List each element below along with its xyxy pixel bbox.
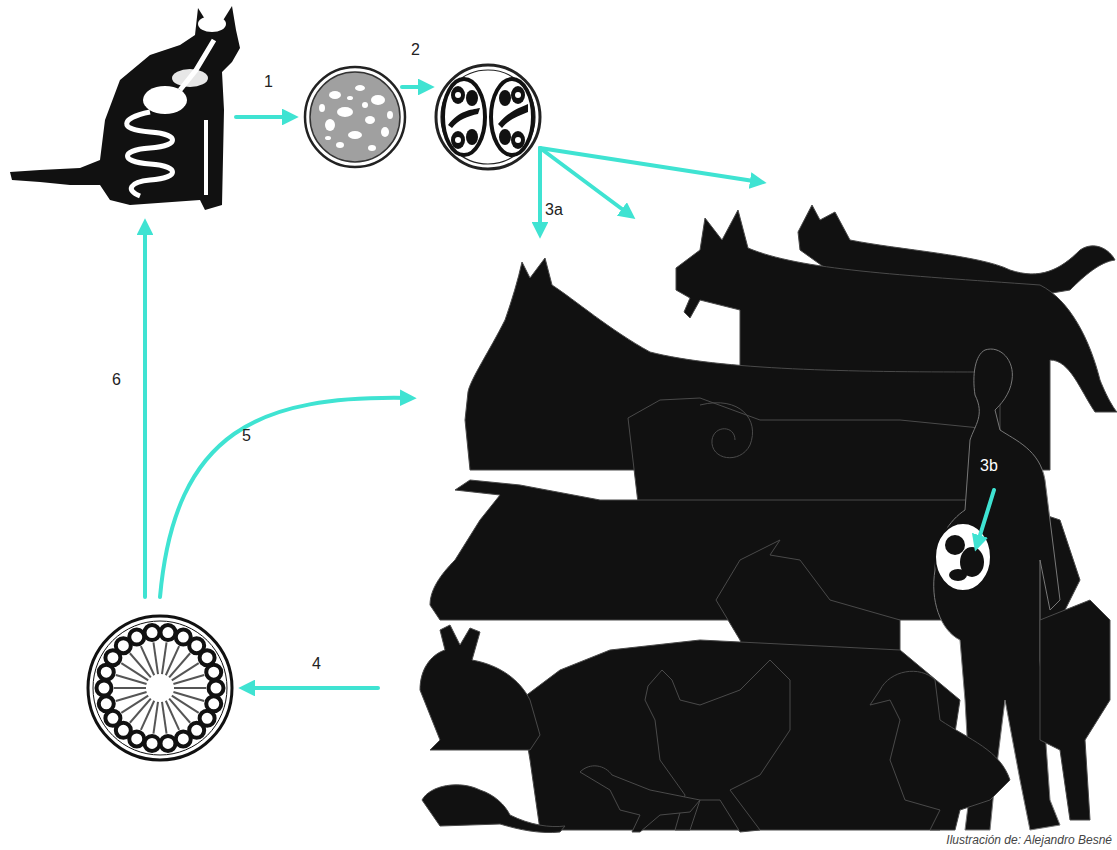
bradyzoite-body bbox=[130, 653, 151, 677]
arrow bbox=[245, 686, 378, 690]
bradyzoite-nucleus bbox=[176, 731, 191, 746]
callout-number: 1 bbox=[264, 74, 273, 90]
arrow bbox=[402, 85, 428, 89]
oocyst-content bbox=[310, 72, 400, 162]
bradyzoite-body bbox=[162, 642, 167, 674]
cyst-wall bbox=[88, 616, 232, 760]
cyst-inner-wall bbox=[93, 621, 227, 755]
bradyzoite-body bbox=[166, 701, 179, 730]
callout-number: 2 bbox=[411, 42, 420, 58]
arrow bbox=[540, 148, 760, 182]
pigeon bbox=[580, 766, 700, 832]
illustration-credit: Ilustración de: Alejandro Besné bbox=[946, 834, 1112, 846]
bradyzoite-nucleus bbox=[129, 630, 144, 645]
bradyzoite-body bbox=[114, 687, 146, 689]
cat-brain bbox=[198, 16, 226, 32]
ram-horn bbox=[700, 403, 753, 458]
bradyzoite-body bbox=[153, 642, 158, 674]
bradyzoite-body bbox=[153, 702, 158, 734]
bradyzoite-body bbox=[141, 646, 154, 675]
bradyzoite-nucleus bbox=[160, 625, 175, 640]
bradyzoite-body bbox=[169, 699, 190, 723]
bradyzoite-body bbox=[141, 701, 154, 730]
bradyzoite-body bbox=[173, 675, 204, 684]
bradyzoite-body bbox=[174, 687, 206, 689]
cat-liver bbox=[172, 69, 208, 87]
arrow bbox=[538, 148, 542, 232]
duck bbox=[870, 671, 1010, 830]
bradyzoite-body bbox=[166, 646, 179, 675]
rabbit bbox=[420, 625, 540, 750]
callout-number: 5 bbox=[242, 428, 251, 444]
bradyzoite-nucleus bbox=[145, 625, 160, 640]
unsporulated-oocyst bbox=[305, 67, 405, 167]
tissue-cyst bbox=[88, 616, 232, 760]
oocyst-wall bbox=[305, 67, 405, 167]
cat-stomach bbox=[143, 86, 187, 114]
oocyst-inner-wall bbox=[441, 70, 535, 164]
sporocyst bbox=[443, 79, 485, 155]
sporulated-oocyst bbox=[436, 65, 540, 169]
bradyzoite-body bbox=[172, 696, 199, 713]
bradyzoite-body bbox=[130, 699, 151, 723]
bradyzoite-body bbox=[169, 653, 190, 677]
cycle-arrows bbox=[145, 87, 994, 688]
bradyzoite-body bbox=[116, 692, 147, 701]
bradyzoite-body bbox=[121, 663, 148, 680]
bradyzoite-nucleus bbox=[209, 681, 224, 696]
bradyzoite-nucleus bbox=[99, 696, 114, 711]
bradyzoite-nucleus bbox=[206, 665, 221, 680]
cat-silhouette bbox=[10, 6, 240, 210]
arrow bbox=[160, 398, 410, 597]
callout-number: 6 bbox=[112, 372, 121, 388]
bradyzoite-nucleus bbox=[97, 681, 112, 696]
callout-number: 4 bbox=[312, 656, 321, 672]
intermediate-hosts bbox=[420, 205, 1117, 833]
bradyzoite-nucleus bbox=[145, 736, 160, 751]
oocyst-wall bbox=[436, 65, 540, 169]
sporocyst bbox=[491, 79, 533, 155]
bradyzoite-nucleus bbox=[160, 736, 175, 751]
mouse bbox=[422, 785, 565, 833]
arrow bbox=[236, 115, 292, 119]
oocyst-granules bbox=[319, 85, 393, 151]
bradyzoite-body bbox=[162, 702, 167, 734]
deer bbox=[1040, 600, 1110, 820]
cat-definitive-host bbox=[10, 6, 240, 210]
cat-leg bbox=[204, 120, 208, 195]
bradyzoites bbox=[97, 625, 224, 751]
callout-number: 3b bbox=[980, 458, 998, 474]
sporozoites bbox=[448, 86, 528, 149]
cat-intestine bbox=[127, 112, 173, 196]
arrow bbox=[143, 225, 147, 597]
arrow bbox=[977, 490, 994, 545]
callout-number: 3a bbox=[545, 202, 563, 218]
